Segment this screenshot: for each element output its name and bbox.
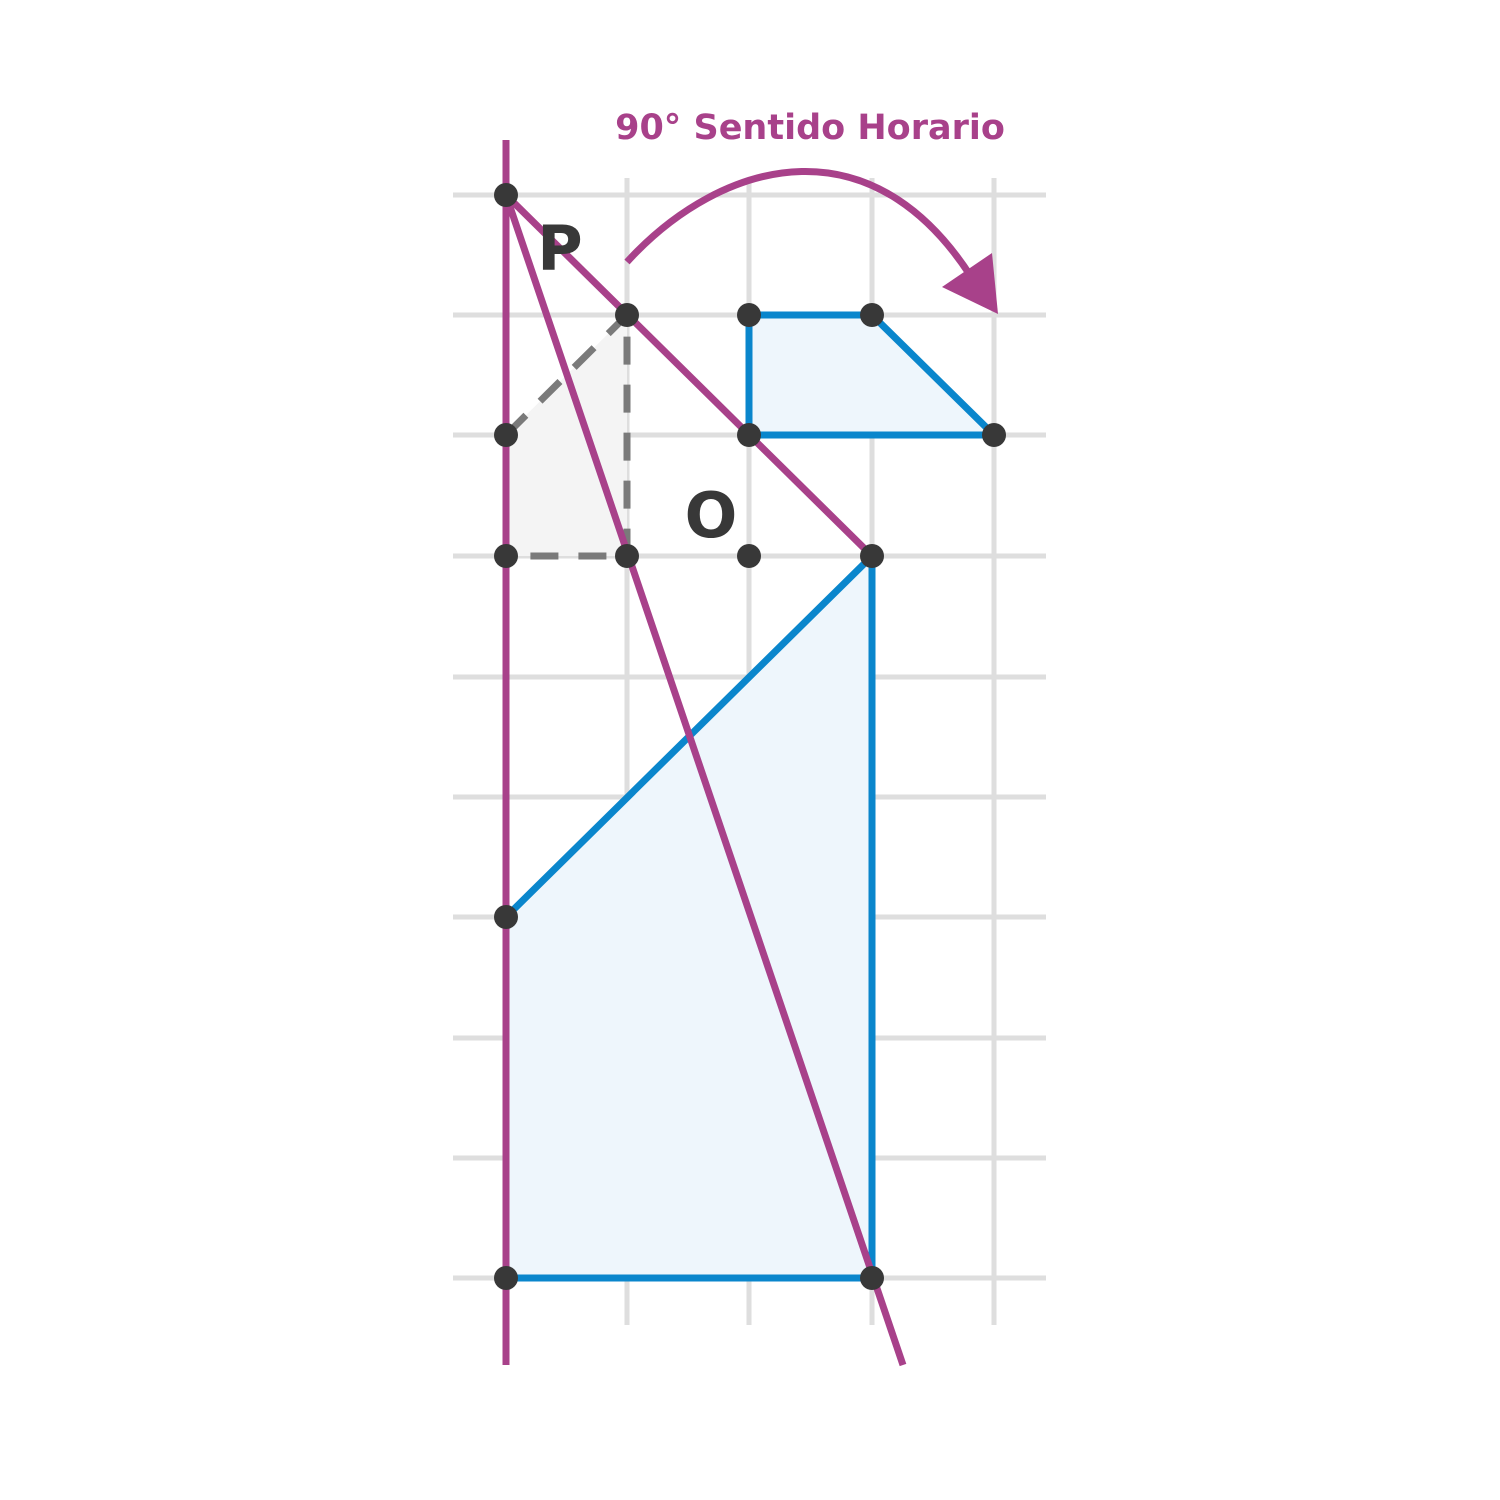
original-shape-outline xyxy=(503,306,631,560)
diagonal-guide-line xyxy=(503,192,875,559)
point xyxy=(737,303,761,327)
rotated-shape-small xyxy=(745,311,1003,439)
point xyxy=(860,544,884,568)
enlarged-shape xyxy=(502,547,876,1282)
rotation-label: 90° Sentido Horario xyxy=(615,108,1005,148)
point xyxy=(737,423,761,447)
point xyxy=(494,905,518,929)
point xyxy=(615,544,639,568)
center-point xyxy=(737,544,761,568)
label-o: O xyxy=(685,479,738,552)
point xyxy=(982,423,1006,447)
label-p: P xyxy=(537,212,582,285)
points xyxy=(494,183,1006,1290)
point xyxy=(615,303,639,327)
point xyxy=(494,183,518,207)
point xyxy=(494,423,518,447)
ray-guide-line xyxy=(502,193,907,1367)
arrow-head-icon xyxy=(942,253,998,314)
point xyxy=(860,1266,884,1290)
point xyxy=(860,303,884,327)
original-shape-fill xyxy=(506,315,627,556)
rotation-arrow xyxy=(624,168,989,302)
point xyxy=(494,544,518,568)
point xyxy=(494,1266,518,1290)
